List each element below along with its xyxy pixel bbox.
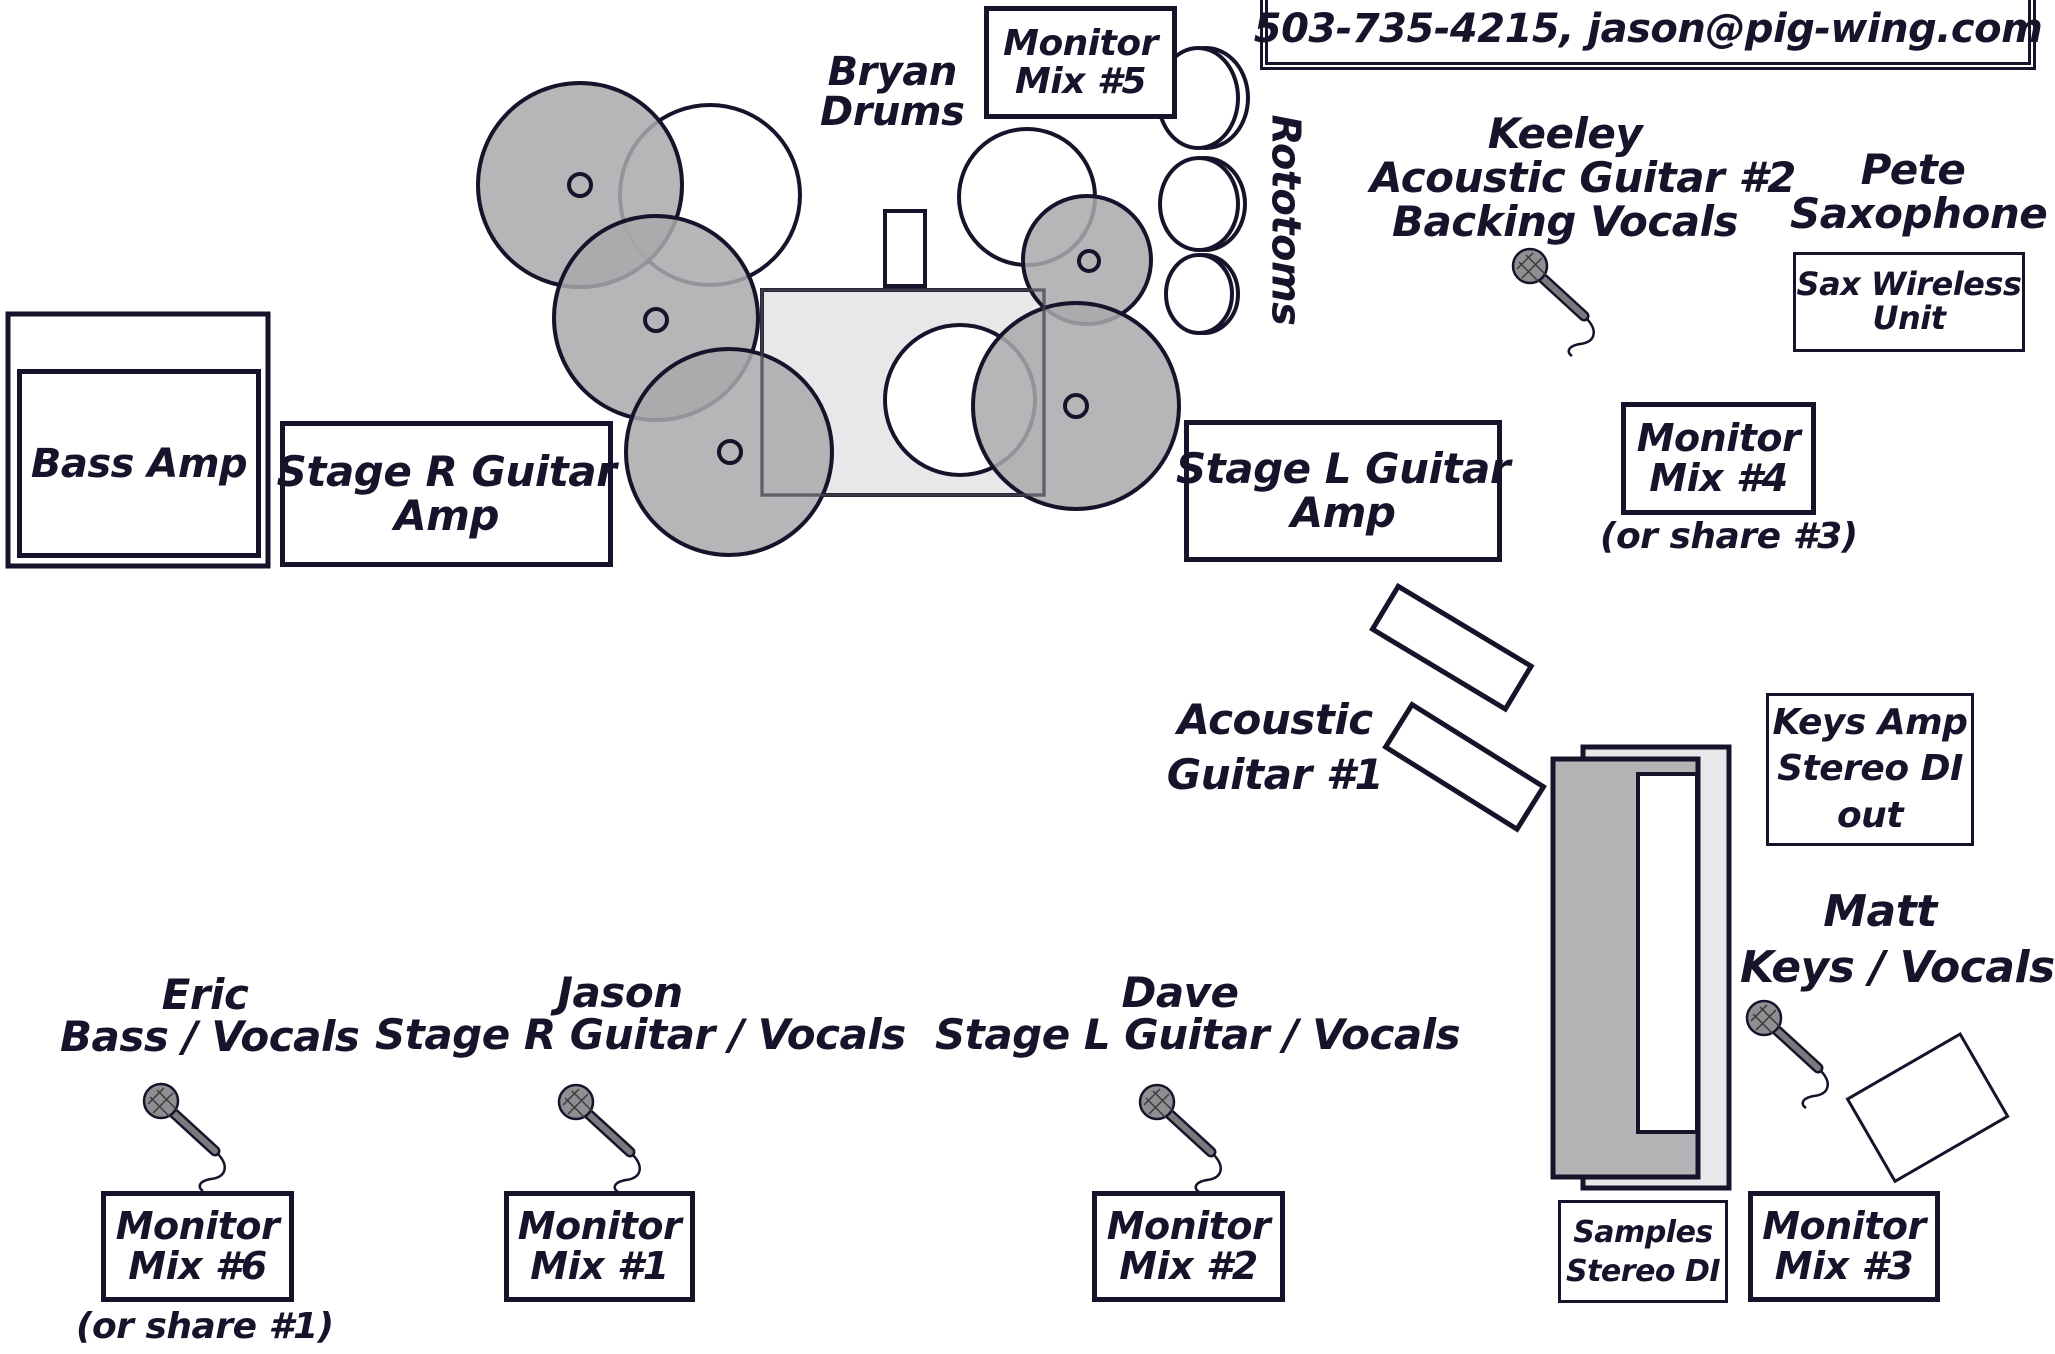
- contact-text: 503-735-4215, jason@pig-wing.com: [1253, 6, 2043, 52]
- keys-amp: Keys Amp Stereo DI out: [1766, 693, 1974, 846]
- monitor-mix-number: Mix #2: [1119, 1243, 1258, 1288]
- monitor-mix-number: Mix #4: [1649, 455, 1788, 500]
- monitor-mix-5: Monitor Mix #5: [984, 6, 1177, 119]
- microphone-icon: [1140, 1085, 1221, 1192]
- monitor-mix-number: Mix #5: [1014, 60, 1147, 102]
- monitor-mix-3: Monitor Mix #3: [1748, 1191, 1940, 1302]
- contact-box: 503-735-4215, jason@pig-wing.com: [1254, 0, 2043, 70]
- cymbal-stand-1: [567, 172, 593, 198]
- bass-amp: Bass Amp: [17, 369, 261, 558]
- riser-outline: [760, 288, 1046, 497]
- pete-role: Saxophone: [1790, 189, 2048, 239]
- guitar-stand-1: [1369, 582, 1535, 713]
- monitor-mix-4: Monitor Mix #4: [1621, 402, 1816, 515]
- monitor-label: Monitor: [1762, 1203, 1926, 1248]
- monitor-mix-6: Monitor Mix #6: [101, 1191, 294, 1302]
- sax-wireless-unit: Sax Wireless Unit: [1793, 252, 2025, 352]
- keyboard-keys: [1636, 772, 1699, 1134]
- monitor-mix-number: Mix #3: [1774, 1243, 1914, 1288]
- monitor-mix-1: Monitor Mix #1: [504, 1191, 695, 1302]
- acoustic-guitar-label: Acoustic Guitar #1: [1166, 695, 1384, 800]
- rototoms-label: Rototoms: [1262, 114, 1309, 326]
- drummer-name: Bryan: [827, 49, 958, 95]
- rototom-2: [1158, 156, 1240, 252]
- stage-l-guitar-amp: Stage L Guitar Amp: [1176, 420, 1511, 562]
- monitor-mix-2: Monitor Mix #2: [1092, 1191, 1285, 1302]
- microphone-icon: [559, 1085, 640, 1192]
- floor-tom: [624, 347, 834, 557]
- drummer-role: Drums: [820, 89, 965, 135]
- keeley-role-1: Acoustic Guitar #2: [1370, 153, 1796, 203]
- keeley-role-2: Backing Vocals: [1391, 197, 1739, 247]
- jason-label: Jason Stage R Guitar / Vocals: [375, 968, 906, 1059]
- monitor-mix-6-note: (or share #1): [76, 1306, 334, 1347]
- monitor-label: Monitor: [517, 1203, 682, 1248]
- cymbal-stand-2: [643, 307, 669, 333]
- monitor-mix-4-note: (or share #3): [1600, 516, 1858, 557]
- pete-name: Pete: [1860, 145, 1966, 194]
- dave-label: Dave Stage L Guitar / Vocals: [935, 968, 1461, 1059]
- monitor-mix-number: Mix #1: [530, 1243, 669, 1288]
- eric-label: Eric Bass / Vocals: [60, 970, 360, 1061]
- microphone-icon: [144, 1084, 225, 1191]
- microphone-icon: [1747, 1001, 1828, 1108]
- guitar-stand-2: [1382, 701, 1547, 833]
- hi-hat-stand: [1063, 393, 1089, 419]
- monitor-mix-number: Mix #6: [128, 1243, 267, 1288]
- hi-hat: [971, 301, 1181, 511]
- monitor-label: Monitor: [1106, 1203, 1271, 1248]
- samples-stereo-di: Samples Stereo DI: [1558, 1200, 1728, 1303]
- monitor-label: Monitor: [115, 1203, 280, 1248]
- keeley-label: Keeley Acoustic Guitar #2 Backing Vocals: [1370, 109, 1796, 247]
- monitor-label: Monitor: [1003, 22, 1158, 64]
- keeley-name: Keeley: [1487, 109, 1643, 158]
- pete-label: Pete Saxophone: [1790, 145, 2048, 239]
- drum-stool: [883, 209, 927, 288]
- floor-tom-stand: [717, 439, 743, 465]
- monitor-label: Monitor: [1636, 415, 1801, 460]
- matt-label: Matt Keys / Vocals: [1740, 886, 2055, 994]
- microphone-icon: [1513, 249, 1594, 356]
- keys-monitor-wedge: [1845, 1031, 2010, 1184]
- rototom-3: [1164, 253, 1234, 335]
- drummer-label: Bryan Drums: [820, 49, 965, 135]
- hi-tom-stand: [1077, 249, 1101, 273]
- stage-r-guitar-amp: Stage R Guitar Amp: [277, 421, 617, 567]
